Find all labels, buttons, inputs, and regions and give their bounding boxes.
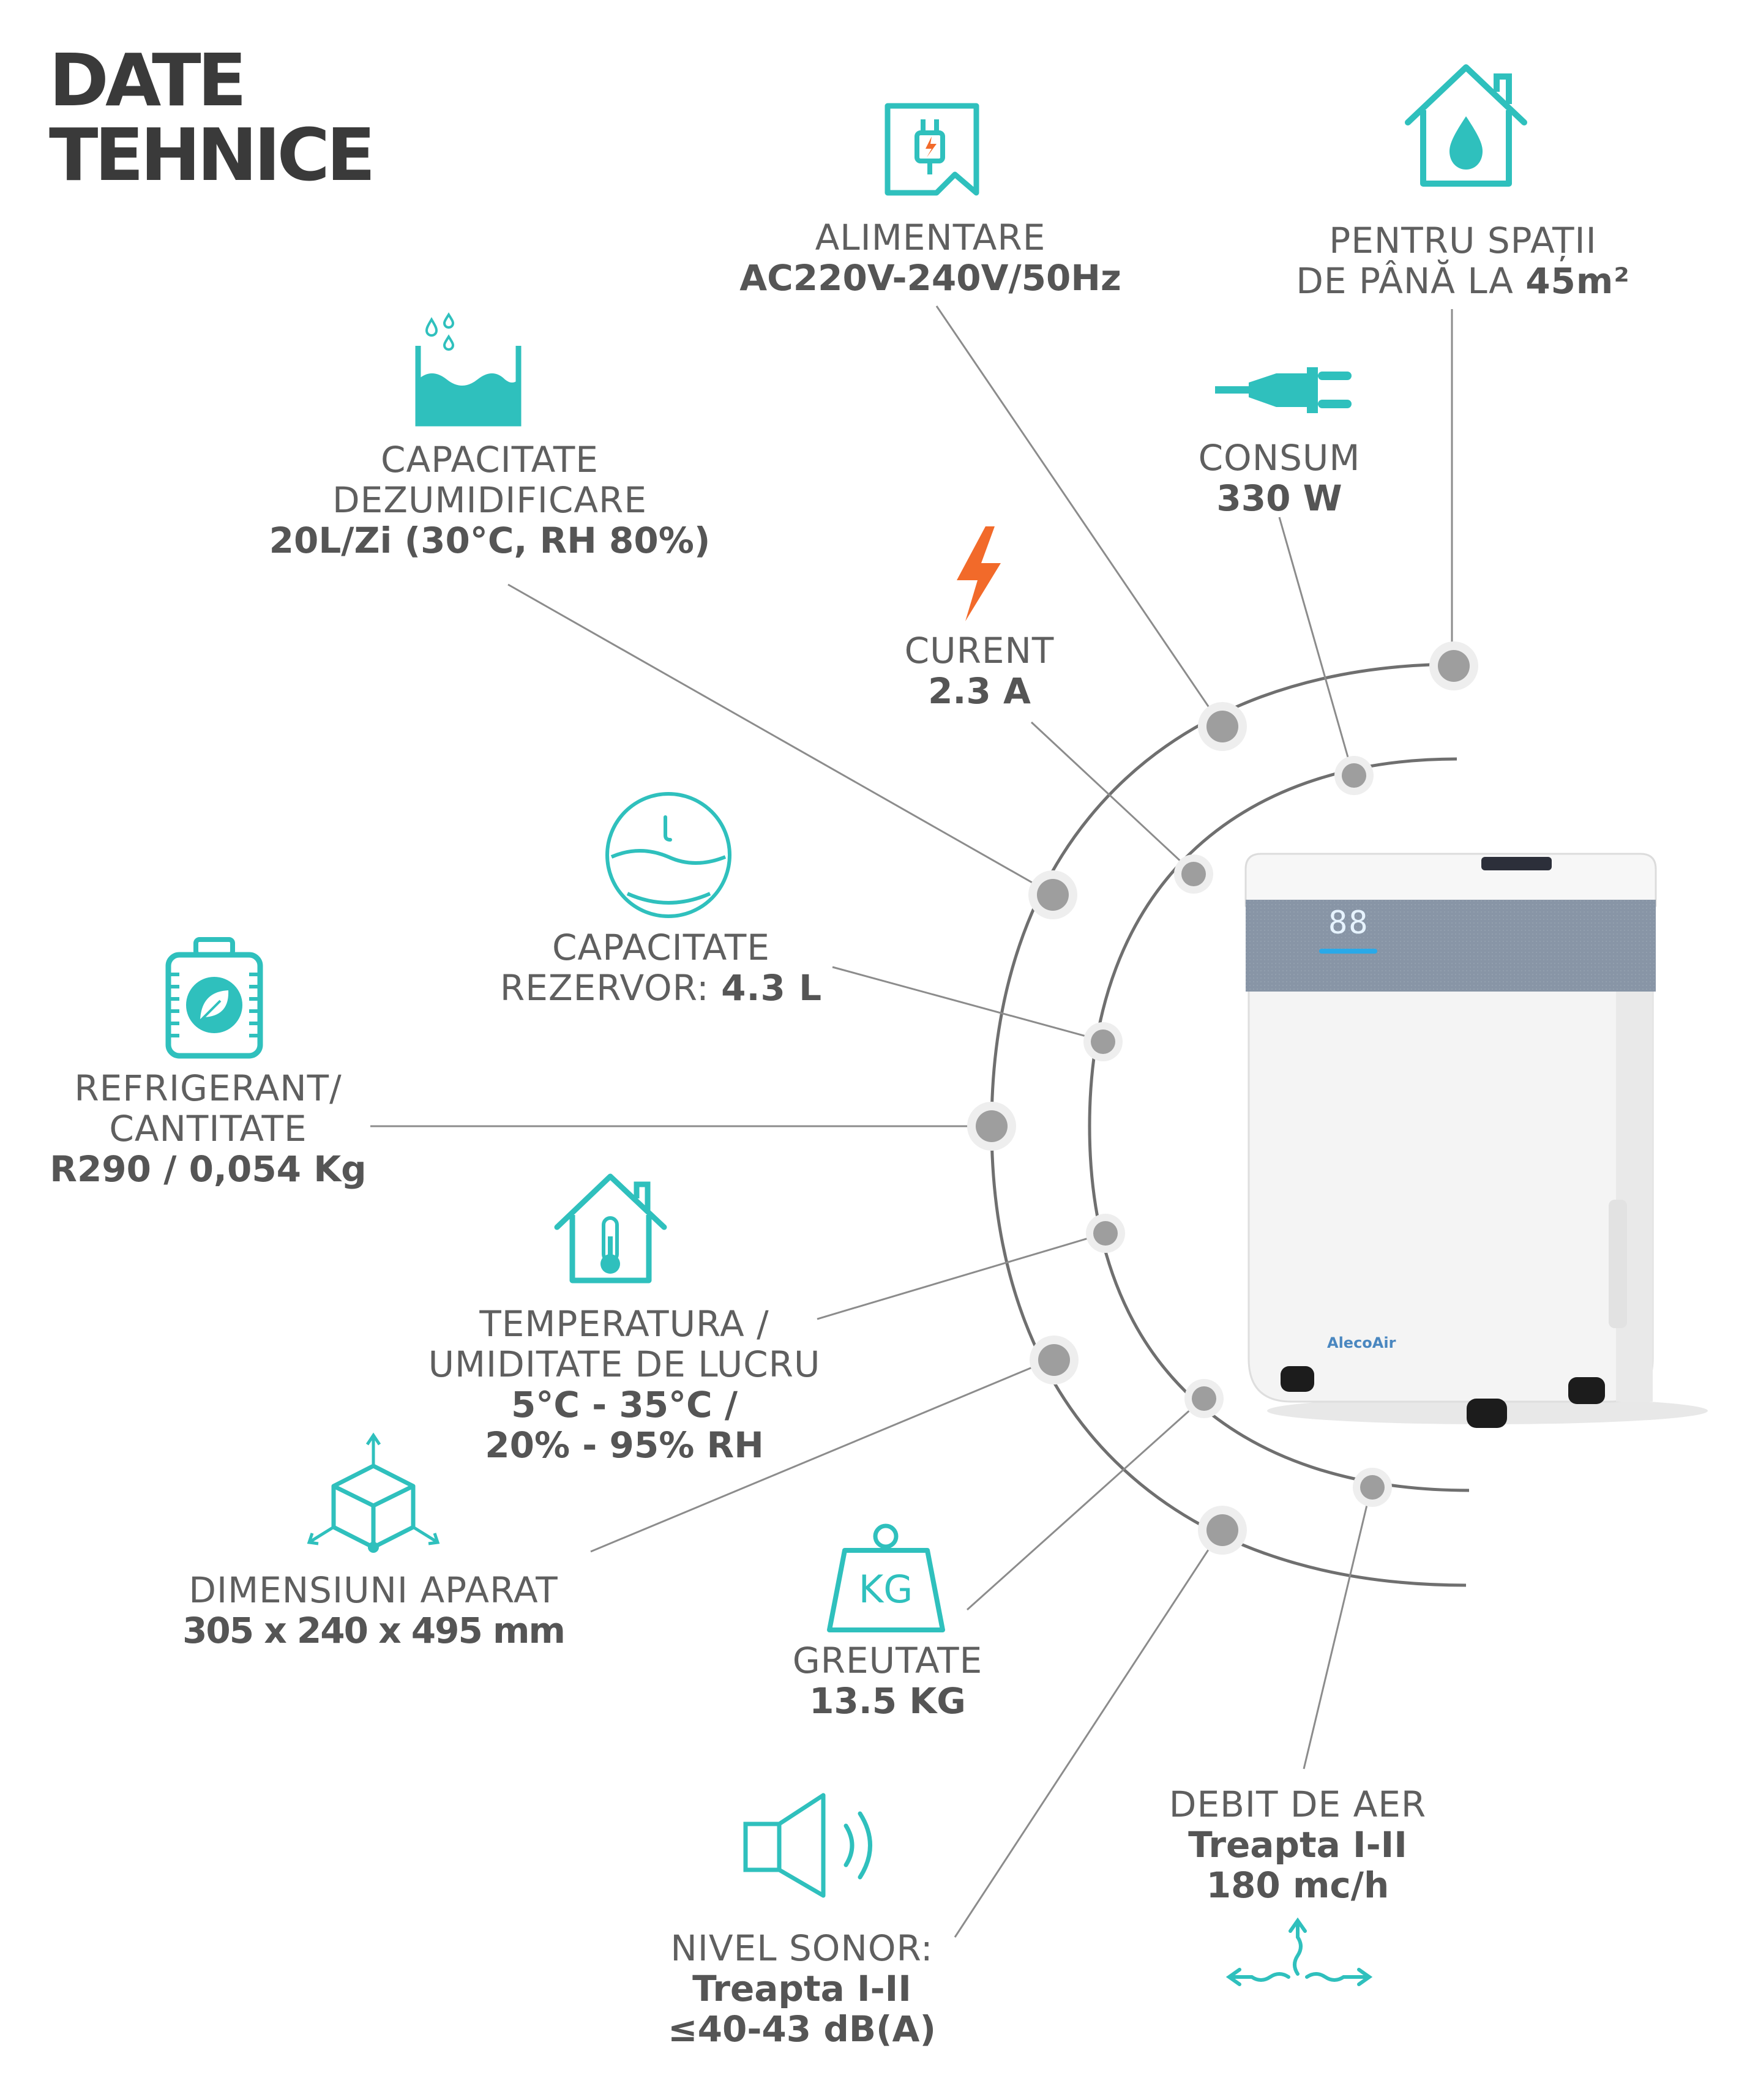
spatiu-label-2: DE PÂNĂ LA 45m² bbox=[1267, 261, 1659, 301]
airflow-arrows-icon bbox=[1225, 1917, 1373, 1986]
leader-alimentare bbox=[935, 305, 1222, 726]
curent-value: 2.3 A bbox=[928, 670, 1031, 712]
spatiu-label-1: PENTRU SPAȚII bbox=[1329, 220, 1597, 261]
spec-capacitate-dezumidificare: CAPACITATE DEZUMIDIFICARE 20L/Zi (30°C, … bbox=[233, 439, 747, 561]
lightning-bolt-icon bbox=[957, 526, 1001, 621]
house-thermometer-icon bbox=[554, 1173, 667, 1284]
temperatura-value-1: 5°C - 35°C / bbox=[511, 1384, 738, 1426]
power-plug-document-icon bbox=[885, 103, 979, 196]
dot-refrigerant bbox=[967, 1102, 1016, 1151]
dezumidificare-label-1: CAPACITATE bbox=[381, 439, 599, 480]
dot-spatiu bbox=[1429, 641, 1478, 690]
spec-greutate: GREUTATE 13.5 KG bbox=[759, 1640, 1016, 1721]
dot-curent bbox=[1174, 854, 1213, 894]
dot-dimensiuni bbox=[1030, 1336, 1079, 1384]
leader-greutate bbox=[966, 1397, 1204, 1611]
product-display-digits: 88 bbox=[1328, 905, 1369, 941]
spec-spatiu: PENTRU SPAȚII DE PÂNĂ LA 45m² bbox=[1267, 220, 1659, 301]
temperatura-label-1: TEMPERATURA / bbox=[479, 1303, 769, 1345]
alimentare-value: AC220V-240V/50Hz bbox=[739, 257, 1121, 299]
curent-label: CURENT bbox=[904, 630, 1055, 671]
sonor-value-2: ≤40-43 dB(A) bbox=[668, 2008, 936, 2050]
spec-rezervor: CAPACITATE REZERVOR: 4.3 L bbox=[477, 927, 845, 1008]
greutate-label: GREUTATE bbox=[792, 1640, 983, 1681]
temperatura-label-2: UMIDITATE DE LUCRU bbox=[428, 1343, 821, 1385]
speaker-sound-icon bbox=[743, 1793, 872, 1898]
debit-value-1: Treapta I-II bbox=[1188, 1824, 1407, 1866]
spec-debit-aer: DEBIT DE AER Treapta I-II 180 mc/h bbox=[1126, 1784, 1469, 1905]
kg-weight-icon: KG bbox=[827, 1523, 945, 1632]
spec-refrigerant: REFRIGERANT/ CANTITATE R290 / 0,054 Kg bbox=[37, 1068, 380, 1189]
dehumidifier-product-image bbox=[1244, 853, 1708, 1428]
spatiu-label-2-prefix: DE PÂNĂ LA bbox=[1296, 260, 1526, 302]
product-brand-label: AlecoAir bbox=[1327, 1334, 1396, 1351]
eco-refrigerant-tank-icon bbox=[165, 937, 263, 1059]
dot-alimentare bbox=[1198, 702, 1247, 751]
kg-icon-text: KG bbox=[859, 1567, 913, 1612]
house-water-drop-icon bbox=[1405, 64, 1527, 187]
inner-arc bbox=[1088, 757, 1470, 1492]
dimensiuni-value: 305 x 240 x 495 mm bbox=[182, 1610, 566, 1651]
leader-sonor bbox=[954, 1530, 1222, 1938]
rezervor-label-2-prefix: REZERVOR: bbox=[499, 967, 722, 1009]
sonor-value-1: Treapta I-II bbox=[692, 1968, 911, 2009]
dezumidificare-value: 20L/Zi (30°C, RH 80%) bbox=[269, 520, 711, 561]
water-tank-drops-icon bbox=[415, 312, 522, 427]
leader-dezumidificare bbox=[507, 583, 1052, 895]
spatiu-value: 45m² bbox=[1525, 260, 1630, 302]
debit-value-2: 180 mc/h bbox=[1206, 1864, 1390, 1906]
spec-nivel-sonor: NIVEL SONOR: Treapta I-II ≤40-43 dB(A) bbox=[637, 1928, 967, 2049]
refrigerant-label-1: REFRIGERANT/ bbox=[74, 1067, 342, 1109]
rezervor-value: 4.3 L bbox=[721, 967, 823, 1009]
spec-curent: CURENT 2.3 A bbox=[857, 630, 1102, 711]
electric-plug-icon bbox=[1215, 367, 1352, 413]
leader-rezervor bbox=[832, 966, 1102, 1042]
greutate-value: 13.5 KG bbox=[809, 1680, 966, 1722]
sonor-label: NIVEL SONOR: bbox=[670, 1927, 933, 1969]
dot-temperatura bbox=[1086, 1214, 1125, 1253]
refrigerant-value: R290 / 0,054 Kg bbox=[50, 1148, 367, 1190]
connector-dots bbox=[967, 641, 1478, 1555]
consum-label: CONSUM bbox=[1198, 437, 1361, 479]
consum-value: 330 W bbox=[1216, 477, 1342, 519]
leader-debit bbox=[1303, 1487, 1372, 1769]
spec-dimensiuni: DIMENSIUNI APARAT 305 x 240 x 495 mm bbox=[147, 1570, 600, 1651]
3d-box-dimensions-icon bbox=[307, 1432, 440, 1553]
spec-consum: CONSUM 330 W bbox=[1157, 438, 1402, 518]
alimentare-label: ALIMENTARE bbox=[815, 217, 1046, 258]
dot-debit bbox=[1353, 1468, 1392, 1507]
dot-greutate bbox=[1184, 1379, 1224, 1418]
dezumidificare-label-2: DEZUMIDIFICARE bbox=[332, 479, 647, 521]
water-level-circle-icon bbox=[605, 792, 731, 918]
debit-label: DEBIT DE AER bbox=[1169, 1784, 1427, 1825]
spec-temperatura: TEMPERATURA / UMIDITATE DE LUCRU 5°C - 3… bbox=[367, 1304, 881, 1465]
refrigerant-label-2: CANTITATE bbox=[109, 1108, 307, 1149]
rezervor-label-2: REZERVOR: 4.3 L bbox=[477, 968, 845, 1008]
dimensiuni-label: DIMENSIUNI APARAT bbox=[189, 1569, 558, 1611]
dot-rezervor bbox=[1083, 1022, 1123, 1061]
dot-dezumidificare bbox=[1028, 870, 1077, 919]
leader-dimensiuni bbox=[590, 1358, 1053, 1553]
temperatura-value-2: 20% - 95% RH bbox=[485, 1424, 764, 1466]
leader-curent bbox=[1030, 721, 1194, 873]
leader-temperatura bbox=[817, 1232, 1105, 1320]
leader-consum bbox=[1278, 517, 1354, 775]
spec-alimentare: ALIMENTARE AC220V-240V/50Hz bbox=[698, 217, 1163, 298]
dot-consum bbox=[1334, 756, 1374, 795]
rezervor-label-1: CAPACITATE bbox=[552, 927, 770, 968]
dot-sonor bbox=[1198, 1506, 1247, 1555]
title-line-2: TEHNICE bbox=[49, 113, 376, 197]
page-title: DATE TEHNICE bbox=[49, 38, 376, 197]
title-line-1: DATE bbox=[49, 38, 247, 122]
leader-lines bbox=[370, 305, 1453, 1938]
